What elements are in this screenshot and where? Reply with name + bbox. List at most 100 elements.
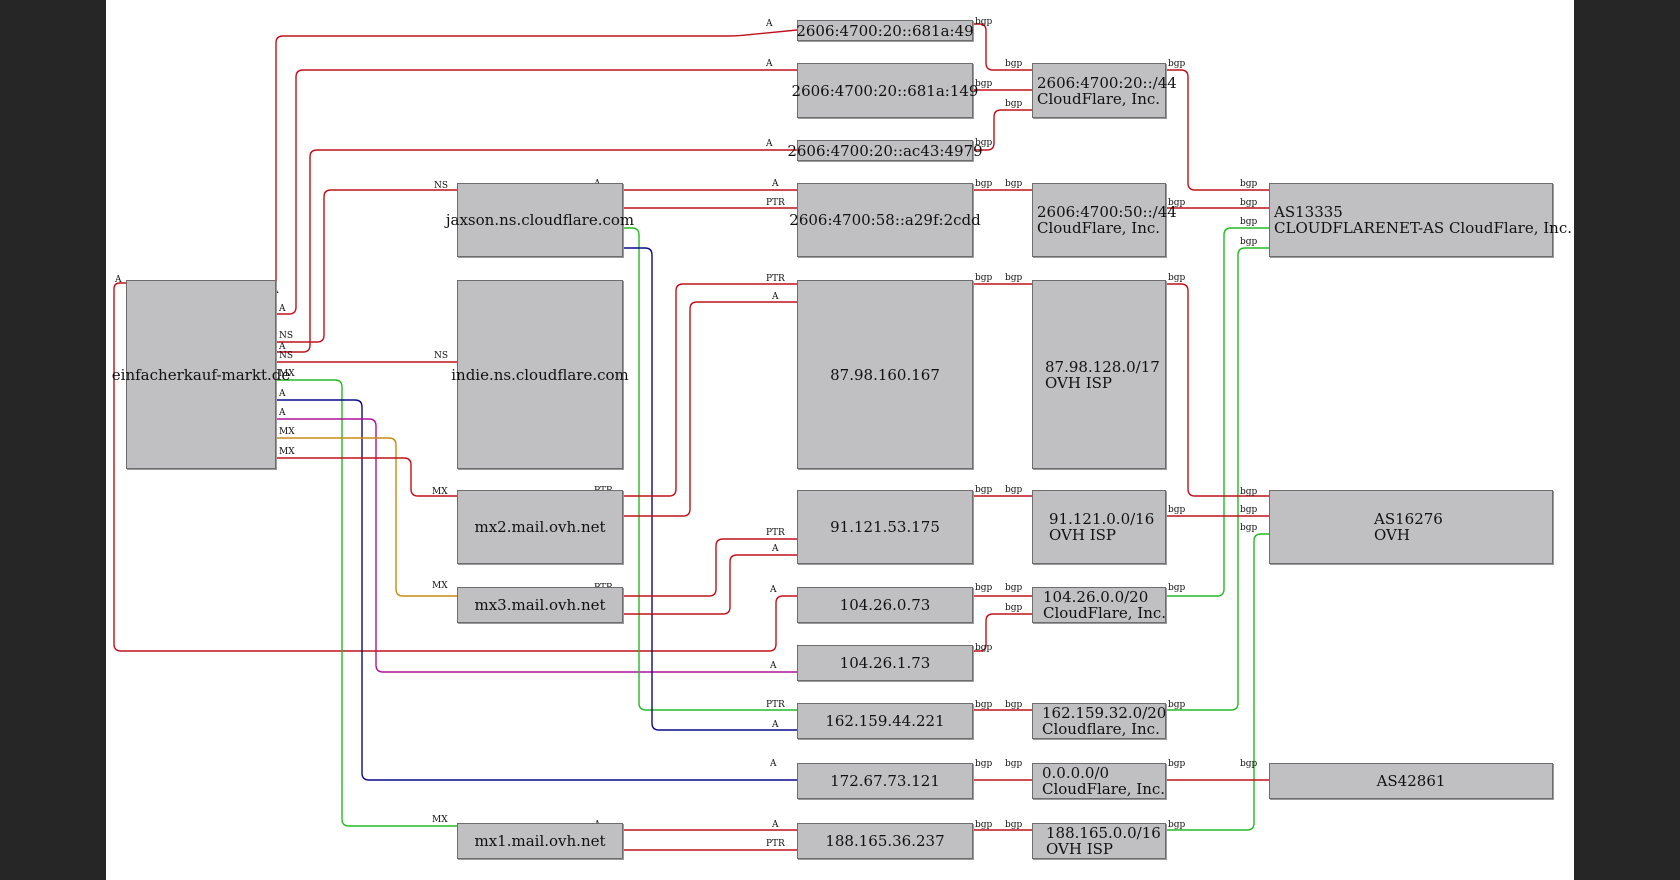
edge-net87-as16276-label-0: bgp bbox=[1168, 273, 1186, 283]
edge-104-0-net104-label-1: bgp bbox=[1005, 583, 1023, 593]
node-ip-a29f2cdd[interactable]: 2606:4700:58::a29f:2cdd bbox=[789, 183, 981, 257]
edge-net91-as16276-label-1: bgp bbox=[1240, 505, 1258, 515]
edge-172-net0-label-0: bgp bbox=[975, 759, 993, 769]
node-mx1[interactable]: mx1.mail.ovh.net bbox=[457, 823, 623, 859]
edge-mx3-91-ptr-label-1: PTR bbox=[766, 528, 785, 538]
node-ip-104-1[interactable]: 104.26.1.73 bbox=[797, 645, 973, 681]
diagram-canvas: AAAAAANSNSNSNSAAMXMXAAAAMXMXMXMXAAPTRPTR… bbox=[106, 0, 1574, 880]
node-ip-104-1-label: 104.26.1.73 bbox=[839, 654, 931, 672]
node-net-87[interactable]: 87.98.128.0/17 OVH ISP bbox=[1032, 280, 1166, 469]
edge-jaxson-162-ptr bbox=[623, 227, 797, 711]
node-net-188[interactable]: 188.165.0.0/16 OVH ISP bbox=[1032, 823, 1166, 859]
edge-domain-172-label-1: A bbox=[769, 759, 777, 769]
edge-domain-ac434979 bbox=[276, 149, 797, 353]
edge-ac434979-cf20 bbox=[973, 109, 1032, 151]
node-ip-188-label: 188.165.36.237 bbox=[825, 832, 945, 850]
node-as13335[interactable]: AS13335 CLOUDFLARENET-AS CloudFlare, Inc… bbox=[1269, 183, 1572, 257]
node-net-87-label: 87.98.128.0/17 OVH ISP bbox=[1045, 357, 1160, 392]
edge-jaxson-a29f-a-label-1: A bbox=[771, 179, 779, 189]
node-net-104-label: 104.26.0.0/20 CloudFlare, Inc. bbox=[1043, 588, 1167, 622]
edge-domain-172-label-0: A bbox=[278, 389, 286, 399]
edge-domain-mx2-label-0: MX bbox=[279, 447, 295, 457]
edge-net87-as16276-label-1: bgp bbox=[1240, 487, 1258, 497]
node-as42861-label: AS42861 bbox=[1376, 772, 1446, 790]
edge-mx2-87-ptr-label-1: PTR bbox=[766, 274, 785, 284]
node-domain[interactable]: einfacherkauf-markt.de bbox=[112, 280, 290, 469]
edge-188-net188-label-1: bgp bbox=[1005, 820, 1023, 830]
node-net-162-label: 162.159.32.0/20 Cloudflare, Inc. bbox=[1042, 704, 1167, 738]
node-ip-172[interactable]: 172.67.73.121 bbox=[797, 763, 973, 799]
edge-jaxson-a29f-ptr-label-1: PTR bbox=[766, 198, 785, 208]
edge-a29f-cf50-label-0: bgp bbox=[975, 179, 993, 189]
edge-domain-mx2-label-1: MX bbox=[432, 487, 448, 497]
edge-681a49-cf20 bbox=[973, 23, 1032, 71]
node-ip-188[interactable]: 188.165.36.237 bbox=[797, 823, 973, 859]
edge-domain-ac434979-label-1: A bbox=[765, 139, 773, 149]
edge-net0-as42861-label-1: bgp bbox=[1240, 759, 1258, 769]
edge-domain-681a149-label-0: A bbox=[278, 304, 286, 314]
edge-cf50-as13335-label-1: bgp bbox=[1240, 198, 1258, 208]
node-net-cf20-label: 2606:4700:20::/44 CloudFlare, Inc. bbox=[1037, 73, 1177, 108]
edge-domain-681a149 bbox=[276, 69, 797, 315]
node-ip-ac434979[interactable]: 2606:4700:20::ac43:4979 bbox=[787, 140, 983, 161]
edge-mx3-91-ptr bbox=[623, 538, 797, 597]
edge-domain-104-1 bbox=[113, 282, 797, 652]
edge-162-net162-label-1: bgp bbox=[1005, 700, 1023, 710]
edge-net188-as16276-label-1: bgp bbox=[1240, 523, 1258, 533]
edge-cf20-as13335-label-1: bgp bbox=[1240, 179, 1258, 189]
node-net-0[interactable]: 0.0.0.0/0 CloudFlare, Inc. bbox=[1032, 763, 1166, 799]
edge-net162-as13335-label-1: bgp bbox=[1240, 237, 1258, 247]
edge-91-net91-label-0: bgp bbox=[975, 485, 993, 495]
node-jaxson-ns[interactable]: jaxson.ns.cloudflare.com bbox=[446, 183, 634, 257]
edge-domain-104-1b-label-1: A bbox=[769, 661, 777, 671]
node-net-104[interactable]: 104.26.0.0/20 CloudFlare, Inc. bbox=[1032, 587, 1166, 623]
edge-domain-104-1-label-0: A bbox=[114, 275, 122, 285]
edge-domain-mx1 bbox=[276, 379, 457, 827]
node-net-91-label: 91.121.0.0/16 OVH ISP bbox=[1049, 510, 1155, 544]
edge-domain-104-1-label-1: A bbox=[769, 585, 777, 595]
edge-mx2-87-a bbox=[623, 301, 797, 517]
node-ip-104-0-label: 104.26.0.73 bbox=[839, 596, 931, 614]
edge-mx3-91-a-label-1: A bbox=[771, 544, 779, 554]
node-net-cf50[interactable]: 2606:4700:50::/44 CloudFlare, Inc. bbox=[1032, 183, 1177, 257]
edge-domain-mx3-label-1: MX bbox=[432, 581, 448, 591]
node-as16276[interactable]: AS16276 OVH bbox=[1269, 490, 1553, 564]
node-mx3[interactable]: mx3.mail.ovh.net bbox=[457, 587, 623, 623]
edge-mx1-188-ptr-label-1: PTR bbox=[766, 839, 785, 849]
node-ip-91-label: 91.121.53.175 bbox=[830, 518, 940, 536]
edge-domain-104-1b bbox=[276, 418, 797, 673]
node-net-0-label: 0.0.0.0/0 CloudFlare, Inc. bbox=[1042, 764, 1166, 798]
edge-domain-172 bbox=[276, 399, 797, 781]
node-ip-681a149[interactable]: 2606:4700:20::681a:149 bbox=[792, 63, 978, 118]
edge-681a149-cf20-label-0: bgp bbox=[975, 79, 993, 89]
node-as16276-label: AS16276 OVH bbox=[1374, 510, 1443, 544]
node-as42861[interactable]: AS42861 bbox=[1269, 763, 1553, 799]
edge-domain-104-1b-label-0: A bbox=[278, 408, 286, 418]
node-net-91[interactable]: 91.121.0.0/16 OVH ISP bbox=[1032, 490, 1166, 564]
node-net-188-label: 188.165.0.0/16 OVH ISP bbox=[1046, 824, 1161, 858]
node-mx3-label: mx3.mail.ovh.net bbox=[474, 596, 606, 614]
edge-mx1-188-a-label-1: A bbox=[771, 820, 779, 830]
edge-domain-681a49-label-1: A bbox=[765, 19, 773, 29]
edge-net162-as13335 bbox=[1166, 247, 1269, 711]
edge-mx2-87-ptr bbox=[623, 283, 797, 497]
edge-net162-as13335-label-0: bgp bbox=[1168, 700, 1186, 710]
node-ip-91[interactable]: 91.121.53.175 bbox=[797, 490, 973, 564]
node-ip-104-0[interactable]: 104.26.0.73 bbox=[797, 587, 973, 623]
node-indie-ns[interactable]: indie.ns.cloudflare.com bbox=[451, 280, 629, 469]
edge-91-net91-label-1: bgp bbox=[1005, 485, 1023, 495]
node-ip-681a49[interactable]: 2606:4700:20::681a:49 bbox=[796, 20, 974, 41]
edge-jaxson-162-a bbox=[623, 247, 797, 731]
node-net-cf20[interactable]: 2606:4700:20::/44 CloudFlare, Inc. bbox=[1032, 63, 1177, 118]
edge-net104-as13335 bbox=[1166, 227, 1269, 597]
node-ip-162[interactable]: 162.159.44.221 bbox=[797, 703, 973, 739]
edge-net91-as16276-label-0: bgp bbox=[1168, 505, 1186, 515]
node-net-162[interactable]: 162.159.32.0/20 Cloudflare, Inc. bbox=[1032, 703, 1166, 739]
edge-domain-mx2 bbox=[276, 457, 457, 497]
node-ip-87[interactable]: 87.98.160.167 bbox=[797, 280, 973, 469]
node-mx2[interactable]: mx2.mail.ovh.net bbox=[457, 490, 623, 564]
edge-ac434979-cf20-label-1: bgp bbox=[1005, 99, 1023, 109]
node-mx1-label: mx1.mail.ovh.net bbox=[474, 832, 606, 850]
node-ip-681a49-label: 2606:4700:20::681a:49 bbox=[796, 21, 974, 40]
edge-domain-indie-ns-label-1: NS bbox=[434, 351, 448, 361]
